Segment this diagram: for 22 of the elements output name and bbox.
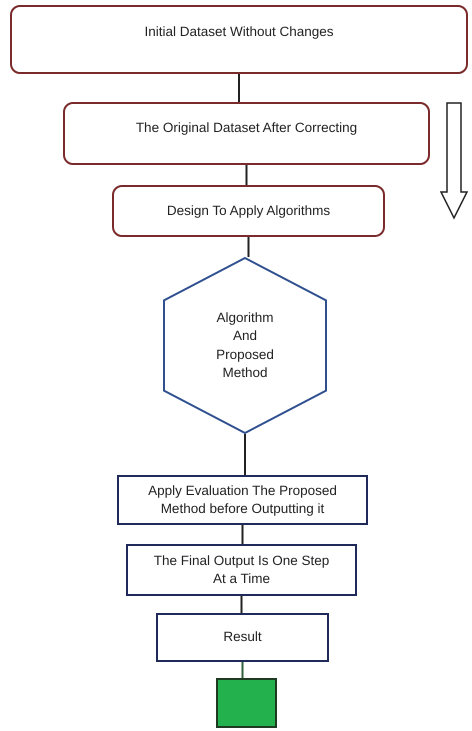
step-label: The Final Output Is One Step At a Time bbox=[152, 552, 330, 588]
process-box bbox=[63, 102, 430, 165]
connector-line bbox=[238, 74, 240, 102]
process-box bbox=[117, 475, 368, 525]
step-label: Initial Dataset Without Changes bbox=[144, 23, 334, 42]
connector-line bbox=[244, 434, 246, 475]
step-label: Apply Evaluation The Proposed Method before Outputting it bbox=[147, 482, 338, 518]
step-label: The Original Dataset After Correcting bbox=[136, 119, 358, 138]
end-box bbox=[216, 678, 277, 728]
step-label: Result bbox=[223, 628, 262, 646]
process-box bbox=[10, 5, 468, 74]
connector-line bbox=[240, 596, 242, 613]
process-box bbox=[112, 185, 385, 237]
connector-line bbox=[242, 662, 244, 678]
connector-line bbox=[242, 525, 244, 544]
step-label: Algorithm And Proposed Method bbox=[215, 309, 275, 382]
connector-line bbox=[248, 237, 250, 257]
step-label: Design To Apply Algorithms bbox=[166, 202, 330, 220]
connector-line bbox=[246, 165, 248, 185]
process-box bbox=[126, 544, 357, 596]
process-box bbox=[156, 613, 329, 662]
hexagon-shape bbox=[163, 257, 327, 434]
